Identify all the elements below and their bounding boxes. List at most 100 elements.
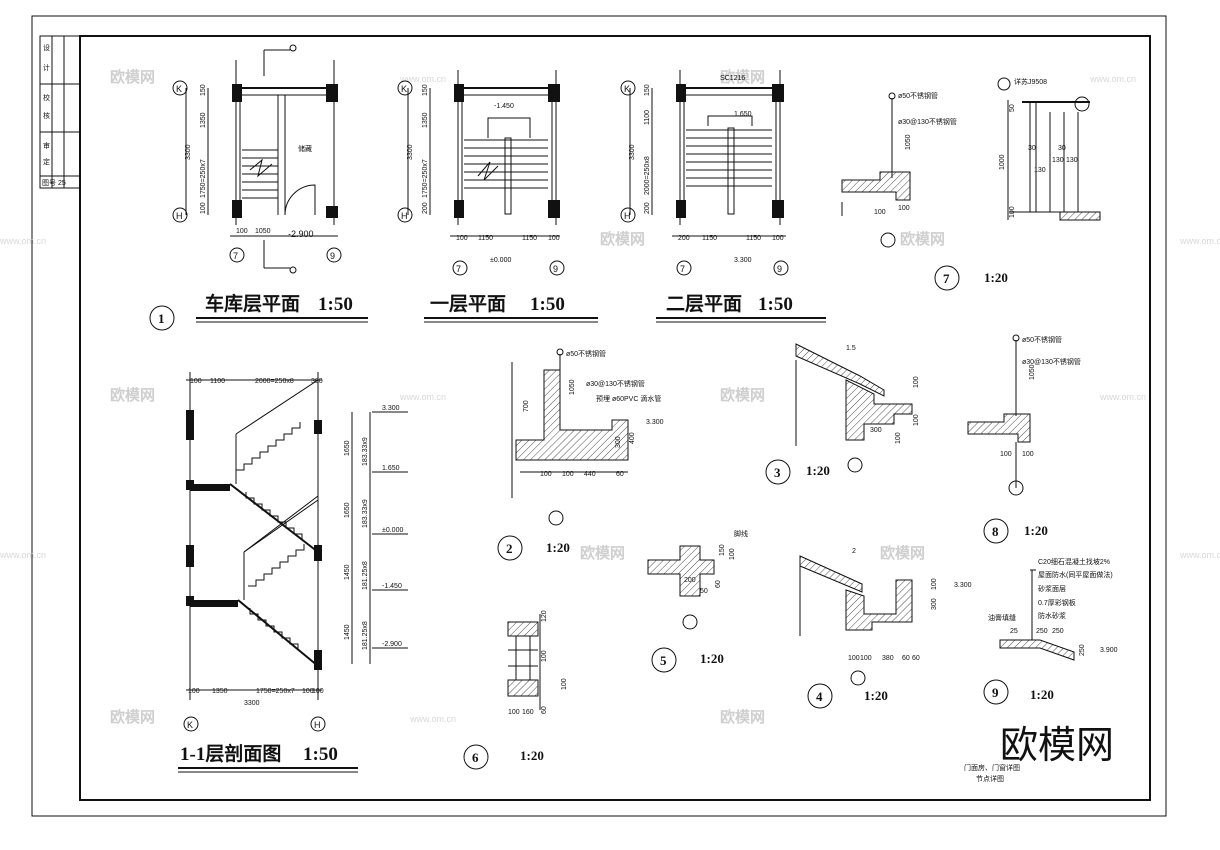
svg-text:-2.900: -2.900 — [288, 229, 314, 239]
svg-text:欧模网: 欧模网 — [600, 230, 645, 248]
svg-text:1:50: 1:50 — [303, 744, 338, 765]
svg-text:100: 100 — [898, 205, 910, 212]
svg-text:1.650: 1.650 — [382, 465, 400, 472]
garage-room: 储藏 — [298, 144, 312, 153]
svg-text:欧模网: 欧模网 — [720, 68, 765, 86]
svg-text:100: 100 — [860, 655, 872, 662]
svg-text:脚线: 脚线 — [734, 529, 748, 538]
svg-text:屋面防水(同平屋面做法): 屋面防水(同平屋面做法) — [1038, 570, 1113, 579]
svg-text:440: 440 — [584, 471, 596, 478]
svg-text:1:50: 1:50 — [318, 294, 353, 315]
svg-text:1450: 1450 — [344, 564, 351, 580]
svg-text:www.om.cn: www.om.cn — [1179, 236, 1220, 246]
svg-text:K: K — [624, 84, 630, 94]
second-floor-plan: SC1216 1.650 150 1100 3300 2000=250x8 20… — [629, 70, 786, 264]
svg-text:60: 60 — [912, 655, 920, 662]
watermarks: 欧模网 www.om.cn 欧模网 www.om.cn www.om.cn 欧模… — [0, 68, 1220, 726]
svg-text:30: 30 — [1028, 145, 1036, 152]
svg-text:±0.000: ±0.000 — [382, 527, 403, 534]
outer-border — [31, 15, 1167, 817]
svg-text:欧模网: 欧模网 — [580, 544, 625, 562]
detail-9: C20细石混凝土找坡2% 屋面防水(同平屋面做法) 砂浆面层 0.7厚彩钢板 防… — [983, 557, 1118, 705]
svg-text:2000=250x8: 2000=250x8 — [255, 378, 294, 385]
svg-text:欧模网: 欧模网 — [110, 68, 155, 86]
svg-text:60: 60 — [715, 580, 722, 588]
svg-text:100: 100 — [508, 709, 520, 716]
svg-text:1350: 1350 — [200, 112, 207, 128]
svg-text:1100: 1100 — [644, 110, 651, 125]
svg-text:1000: 1000 — [999, 154, 1006, 170]
svg-text:1:50: 1:50 — [758, 294, 793, 315]
svg-text:9: 9 — [330, 251, 335, 261]
svg-text:7: 7 — [456, 264, 461, 274]
svg-text:1450: 1450 — [344, 624, 351, 640]
svg-text:380: 380 — [882, 655, 894, 662]
svg-text:3300: 3300 — [244, 700, 260, 707]
svg-text:200: 200 — [684, 577, 696, 584]
svg-text:100: 100 — [1000, 451, 1012, 458]
svg-text:300: 300 — [615, 436, 622, 448]
svg-text:ø30@130不锈钢管: ø30@130不锈钢管 — [898, 117, 957, 126]
svg-text:183.33x9: 183.33x9 — [362, 499, 369, 528]
svg-text:ø30@130不锈钢管: ø30@130不锈钢管 — [586, 379, 645, 388]
svg-text:200: 200 — [644, 202, 651, 214]
svg-text:130: 130 — [1052, 157, 1064, 164]
svg-text:3.300: 3.300 — [382, 405, 400, 412]
svg-text:1:20: 1:20 — [806, 463, 830, 478]
svg-text:100: 100 — [848, 655, 860, 662]
garage-plan: 储藏 150 1350 3300 1750=250x7 100 100 1050… — [185, 44, 338, 274]
svg-text:100: 100 — [913, 414, 920, 426]
svg-text:181.25x8: 181.25x8 — [362, 561, 369, 590]
svg-text:2: 2 — [852, 548, 856, 555]
svg-text:www.om.cn: www.om.cn — [0, 550, 46, 560]
sheet-name-1: 门面房、门窗详图 — [964, 763, 1020, 772]
svg-text:300: 300 — [931, 598, 938, 610]
svg-text:100: 100 — [540, 471, 552, 478]
svg-text:3300: 3300 — [629, 144, 636, 160]
svg-text:1050: 1050 — [569, 379, 576, 395]
svg-text:100: 100 — [190, 378, 202, 385]
svg-text:160: 160 — [522, 709, 534, 716]
svg-text:-2.900: -2.900 — [382, 641, 402, 648]
sheet-name-2: 节点详图 — [976, 774, 1004, 783]
svg-text:100: 100 — [302, 688, 314, 695]
svg-text:3.300: 3.300 — [646, 419, 664, 426]
svg-text:3300: 3300 — [185, 144, 192, 160]
svg-text:1150: 1150 — [522, 235, 537, 242]
svg-text:1.650: 1.650 — [734, 111, 752, 118]
svg-text:1.5: 1.5 — [846, 345, 856, 352]
svg-text:2: 2 — [506, 541, 513, 556]
svg-text:www.om.cn: www.om.cn — [1099, 392, 1146, 402]
svg-text:K: K — [176, 84, 182, 94]
svg-text:60: 60 — [616, 471, 624, 478]
svg-text:防水砂浆: 防水砂浆 — [1038, 611, 1066, 620]
detail-6: 120 100 100 100 160 60 6 1:20 — [463, 610, 568, 770]
svg-text:3300: 3300 — [407, 144, 414, 160]
svg-text:100: 100 — [456, 235, 468, 242]
inner-border — [79, 35, 1151, 801]
svg-text:7: 7 — [943, 271, 950, 286]
svg-text:100: 100 — [729, 548, 736, 560]
svg-text:ø50不锈钢管: ø50不锈钢管 — [1022, 335, 1062, 344]
svg-text:3: 3 — [774, 465, 781, 480]
axis-bubbles: K H 7 9 K H 7 9 K H 7 9 — [172, 80, 789, 276]
svg-text:ø50不锈钢管: ø50不锈钢管 — [566, 349, 606, 358]
tb-cell-0: 设 — [43, 43, 50, 52]
svg-text:3.300: 3.300 — [734, 257, 752, 264]
side-title-block: 设 计 校 核 审 定 图号 25 — [39, 35, 81, 189]
svg-text:3.300: 3.300 — [954, 582, 972, 589]
detail-8: ø50不锈钢管 ø30@130不锈钢管 1050 100 100 8 1:20 — [967, 334, 1081, 544]
svg-text:1050: 1050 — [1029, 364, 1036, 380]
svg-text:130: 130 — [1066, 157, 1078, 164]
svg-text:1650: 1650 — [344, 440, 351, 456]
svg-text:H: H — [314, 720, 321, 730]
svg-text:www.om.cn: www.om.cn — [1179, 550, 1220, 560]
tb-cell-2: 校 — [43, 93, 50, 102]
svg-text:100: 100 — [188, 688, 200, 695]
svg-text:30: 30 — [1058, 145, 1066, 152]
svg-text:8: 8 — [992, 524, 999, 539]
detail-7: ø50不锈钢管 ø30@130不锈钢管 1050 100 100 7 1:20 … — [841, 77, 1101, 291]
svg-text:9: 9 — [553, 264, 558, 274]
garage-plan-title: 车库层平面 — [205, 292, 300, 315]
